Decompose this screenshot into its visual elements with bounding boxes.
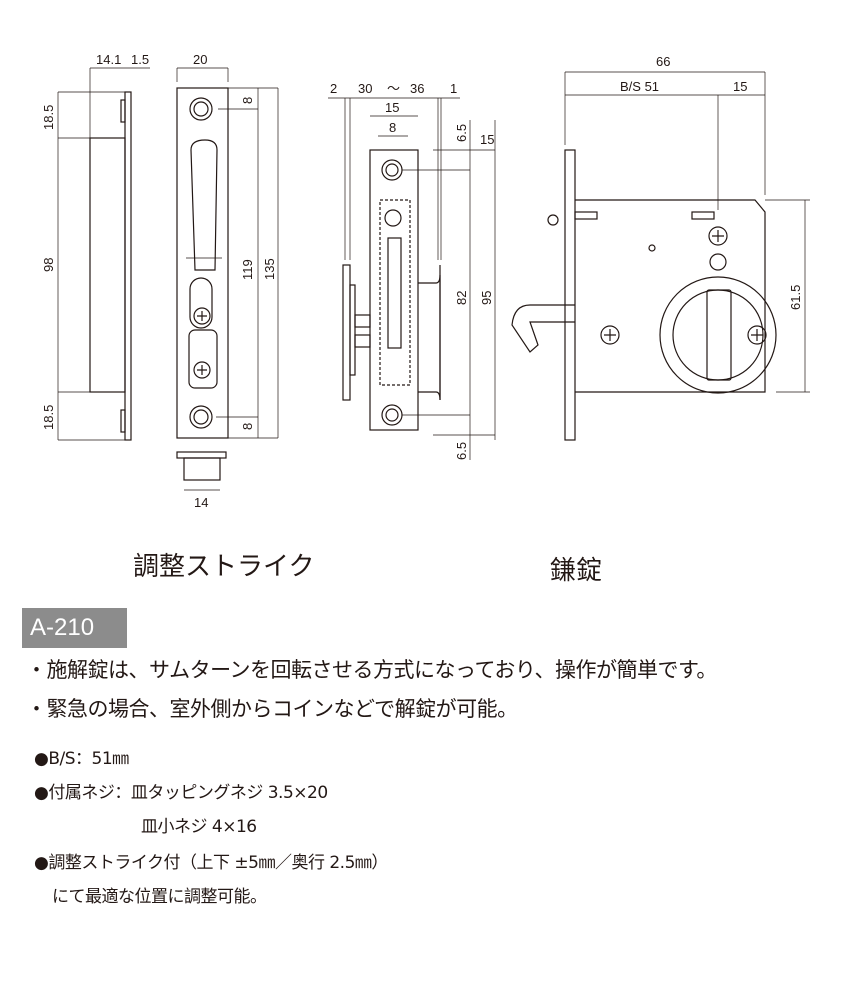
dim-label: 15 xyxy=(733,79,747,94)
spec-line: ●付属ネジ：皿タッピングネジ 3.5×20 xyxy=(34,783,328,803)
dim-label: 8 xyxy=(240,97,255,104)
spec-line: ●調整ストライク付（上下 ±5㎜／奥行 2.5㎜） xyxy=(34,853,388,873)
dim-label: 82 xyxy=(454,291,469,305)
dim-label: 6.5 xyxy=(454,442,469,460)
dim-label: 〜 xyxy=(387,81,400,96)
dim-label: 135 xyxy=(262,258,277,280)
dim-label: B/S 51 xyxy=(620,79,659,94)
lock-side-view: 2 30 〜 36 1 15 8 6.5 15 82 95 6.5 xyxy=(328,81,496,460)
spec-line: 皿小ネジ 4×16 xyxy=(141,817,257,837)
dim-label: 18.5 xyxy=(41,105,56,130)
dim-label: 36 xyxy=(410,81,424,96)
technical-drawing: 14.1 1.5 18.5 98 18.5 20 8 119 135 8 14 xyxy=(41,52,810,510)
feature-bullet: ・緊急の場合、室外側からコインなどで解錠が可能。 xyxy=(26,697,518,721)
dim-label: 6.5 xyxy=(454,124,469,142)
strike-front-view: 20 8 119 135 8 14 xyxy=(176,52,279,510)
dim-label: 14.1 xyxy=(96,52,121,67)
spec-line: にて最適な位置に調整可能。 xyxy=(52,887,267,907)
lock-front-view: 66 B/S 51 15 61.5 xyxy=(511,54,810,441)
dim-label: 61.5 xyxy=(788,285,803,310)
strike-side-view: 14.1 1.5 18.5 98 18.5 xyxy=(41,52,150,441)
dim-label: 20 xyxy=(193,52,207,67)
dim-label: 95 xyxy=(479,291,494,305)
dim-label: 1.5 xyxy=(131,52,149,67)
dim-label: 98 xyxy=(41,258,56,272)
dim-label: 30 xyxy=(358,81,372,96)
model-badge: A-210 xyxy=(22,608,127,648)
dim-label: 2 xyxy=(330,81,337,96)
spec-line: ●B/S：51㎜ xyxy=(34,749,129,769)
strike-caption: 調整ストライク xyxy=(133,552,315,582)
dim-label: 15 xyxy=(385,100,399,115)
dim-label: 119 xyxy=(240,259,255,280)
dim-label: 66 xyxy=(656,54,670,69)
dim-label: 8 xyxy=(389,120,396,135)
dim-label: 18.5 xyxy=(41,405,56,430)
feature-bullet: ・施解錠は、サムターンを回転させる方式になっており、操作が簡単です。 xyxy=(26,658,717,682)
dim-label: 15 xyxy=(480,132,494,147)
dim-label: 14 xyxy=(194,495,208,510)
dim-label: 1 xyxy=(450,81,457,96)
lock-caption: 鎌錠 xyxy=(550,556,603,586)
dim-label: 8 xyxy=(240,423,255,430)
